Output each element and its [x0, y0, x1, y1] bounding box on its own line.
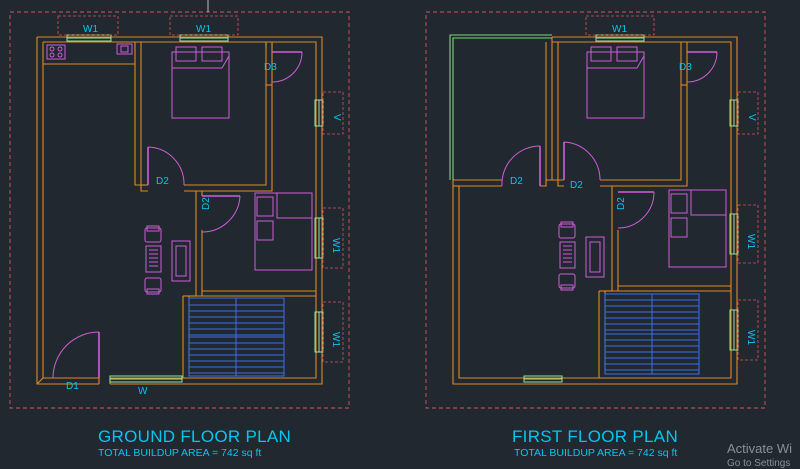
outer-walls — [36, 36, 323, 385]
window-projections — [585, 15, 759, 361]
furniture — [558, 46, 727, 291]
interior-walls — [540, 37, 731, 378]
staircase — [604, 293, 700, 375]
label-d2-b: D2 — [201, 197, 212, 210]
ground-floor-area: TOTAL BUILDUP AREA = 742 sq ft — [98, 447, 262, 459]
settings-watermark: Go to Settings — [727, 458, 791, 469]
label-d3: D3 — [679, 62, 692, 73]
label-w1-right-a: W1 — [745, 234, 756, 249]
activate-windows-watermark: Activate Wi — [727, 441, 793, 456]
label-v: V — [331, 114, 342, 121]
first-floor-plan-title: FIRST FLOOR PLAN — [512, 427, 679, 446]
labels: W1 D3 V D2 D2 D2 W1 W1 — [510, 24, 757, 345]
outer-walls — [452, 36, 738, 385]
label-w1-top-left: W1 — [83, 24, 98, 35]
ground-floor-plan: W1 W1 D3 V D2 D2 W1 W1 D1 W — [9, 0, 350, 409]
windows — [66, 34, 324, 383]
label-w1-right-b: W1 — [745, 330, 756, 345]
label-d1: D1 — [66, 381, 79, 392]
plot-boundary — [425, 11, 766, 409]
doors — [52, 51, 303, 379]
label-d2-c: D2 — [616, 197, 627, 210]
label-w1-top-right: W1 — [196, 24, 211, 35]
label-d2-a: D2 — [156, 176, 169, 187]
label-v: V — [746, 114, 757, 121]
labels: W1 W1 D3 V D2 D2 W1 W1 D1 W — [66, 24, 342, 397]
label-d3: D3 — [264, 62, 277, 73]
label-d2-a: D2 — [510, 176, 523, 187]
plot-boundary — [9, 11, 350, 409]
windows — [523, 34, 739, 383]
ground-floor-plan-title: GROUND FLOOR PLAN — [98, 427, 292, 446]
interior-walls — [43, 42, 316, 378]
first-floor-area: TOTAL BUILDUP AREA = 742 sq ft — [514, 447, 678, 459]
terrace-railing — [449, 34, 552, 180]
furniture — [46, 43, 313, 295]
window-projections — [57, 15, 344, 363]
label-w1-top: W1 — [612, 24, 627, 35]
label-d2-b: D2 — [570, 180, 583, 191]
label-w1-right-a: W1 — [330, 238, 341, 253]
first-floor-plan: W1 D3 V D2 D2 D2 W1 W1 — [425, 11, 766, 409]
label-w1-right-b: W1 — [330, 332, 341, 347]
staircase — [188, 297, 285, 377]
label-w-bottom: W — [138, 386, 148, 397]
doors — [501, 51, 718, 229]
